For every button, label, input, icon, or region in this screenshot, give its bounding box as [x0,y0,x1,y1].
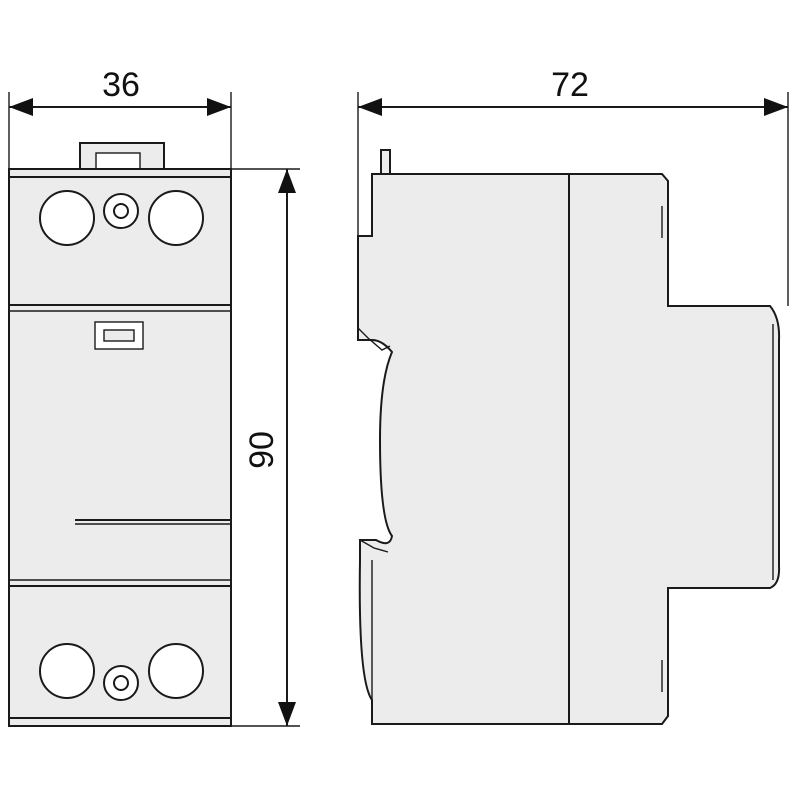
front-view [8,142,232,727]
depth-dimension: 72 [357,66,789,306]
upper-terminal-right [148,190,204,246]
depth-label: 72 [551,66,589,104]
width-dimension: 36 [8,66,232,169]
height-arrow-bottom [278,702,296,726]
width-label: 36 [102,66,140,104]
depth-arrow-left [358,98,382,116]
height-label: 90 [243,431,281,469]
side-rail-clip-top [357,327,391,351]
lower-terminal-left [39,643,95,699]
side-rail-clip-bottom [359,539,389,553]
side-view [357,149,781,725]
width-arrow-right [207,98,231,116]
upper-test-screw-inner [113,203,129,219]
width-arrow-left [9,98,33,116]
lower-test-screw-inner [113,675,129,691]
front-body [8,168,232,727]
upper-terminal-left [39,190,95,246]
front-top-clip-inner [95,152,141,170]
height-arrow-top [278,169,296,193]
indicator-window-inner [103,329,135,342]
side-top-pin [380,149,391,175]
height-dimension: 90 [231,168,300,727]
lower-terminal-right [148,643,204,699]
depth-arrow-right [764,98,788,116]
